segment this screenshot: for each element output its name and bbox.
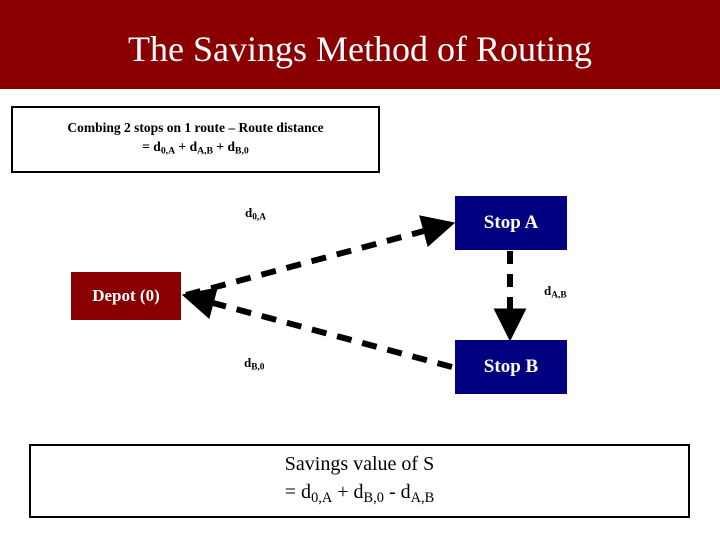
edge-label-db0-base: d — [244, 355, 252, 370]
route-distance-formula-op-1: + d — [175, 139, 198, 155]
savings-formula-op-2: - d — [383, 480, 411, 503]
savings-formula-term-3-sub: A,B — [410, 490, 435, 507]
edge-label-d0a-sub: 0,A — [252, 212, 266, 223]
route-distance-formula-term-1-sub: 0,A — [160, 145, 176, 157]
edge-label-db0-sub: B,0 — [251, 362, 265, 373]
route-distance-formula-term-2-sub: A,B — [197, 145, 214, 157]
route-distance-formula-term-3-sub: B,0 — [234, 145, 249, 157]
savings-value-formula: = d0,A + dB,0 - dA,B — [285, 478, 434, 512]
node-depot[interactable]: Depot (0) — [71, 272, 181, 320]
savings-formula-term-2-sub: B,0 — [363, 490, 384, 507]
edge-label-dab: dA,B — [544, 283, 567, 301]
node-stop-b[interactable]: Stop B — [455, 340, 567, 394]
savings-formula-op-1: + d — [332, 480, 364, 503]
edge-label-d0a-base: d — [245, 205, 253, 220]
route-distance-formula-term-1-base: = d — [142, 139, 161, 155]
savings-formula-term-1-sub: 0,A — [311, 490, 333, 507]
edge-label-dab-base: d — [544, 283, 552, 298]
node-stop-a[interactable]: Stop A — [455, 196, 567, 250]
edge-label-dab-sub: A,B — [551, 290, 567, 301]
savings-value-note-line-1: Savings value of S — [284, 452, 435, 475]
route-distance-formula-op-2: + d — [213, 139, 235, 155]
savings-formula-term-1-base: = d — [284, 480, 312, 503]
route-distance-note-box: Combing 2 stops on 1 route – Route dista… — [11, 106, 380, 173]
title-banner: The Savings Method of Routing — [0, 0, 720, 89]
edge-stop-b-to-depot — [181, 287, 453, 370]
edge-label-db0: dB,0 — [244, 355, 264, 373]
route-distance-formula: = d0,A + dA,B + dB,0 — [142, 137, 249, 161]
edge-depot-to-stop-a — [185, 215, 456, 298]
savings-value-note-box: Savings value of S = d0,A + dB,0 - dA,B — [29, 444, 690, 518]
edge-label-d0a: d0,A — [245, 205, 266, 223]
route-distance-note-line-1: Combing 2 stops on 1 route – Route dista… — [67, 120, 324, 136]
page-title: The Savings Method of Routing — [128, 28, 592, 69]
